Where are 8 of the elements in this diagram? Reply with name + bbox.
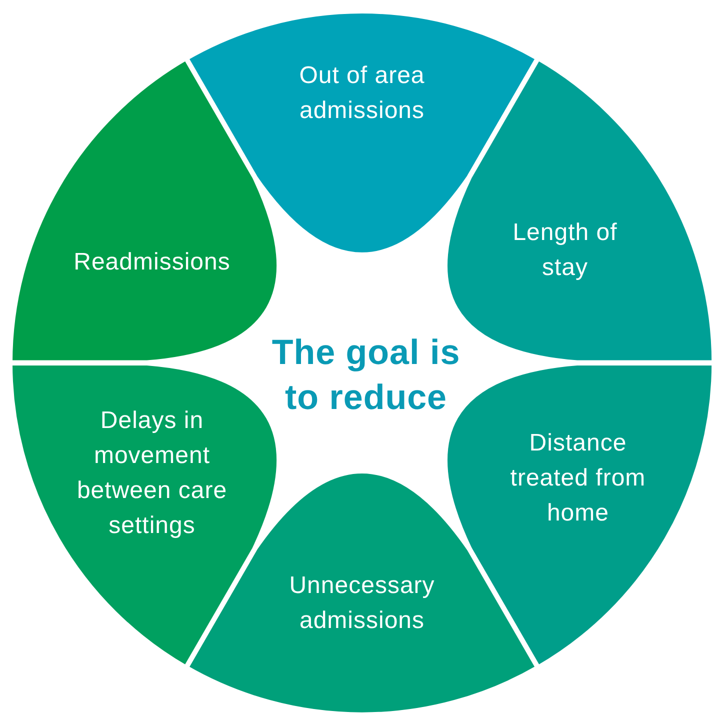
- segment-label: Distance treated from home: [509, 428, 647, 528]
- segment-label: Out of area admissions: [298, 61, 426, 126]
- segment-label: Delays in movement between care settings: [76, 406, 228, 541]
- ring-segment: [10, 363, 280, 668]
- segment-label: Readmissions: [72, 247, 232, 278]
- segment-label: Length of stay: [512, 218, 618, 283]
- center-heading: The goal is to reduce: [270, 332, 462, 419]
- segment-label: Unnecessary admissions: [288, 570, 436, 636]
